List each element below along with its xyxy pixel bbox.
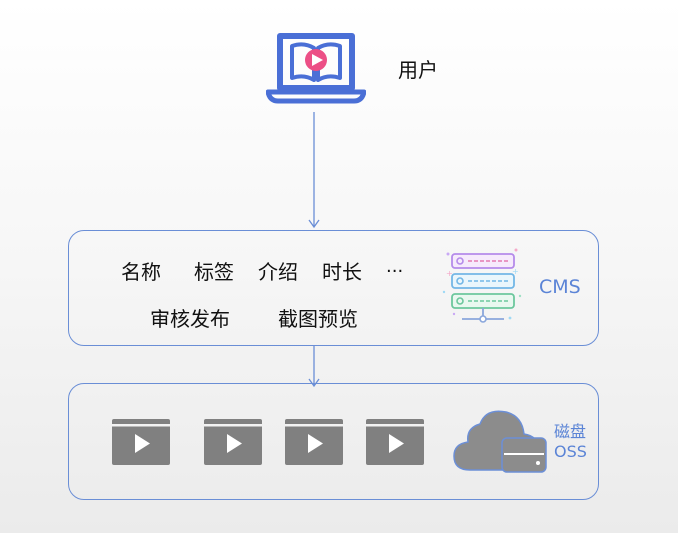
storage-label: 磁盘 OSS (554, 422, 587, 462)
field-more: ... (386, 256, 404, 277)
video-play-icon (285, 419, 343, 465)
server-stack-icon: + + (442, 248, 522, 323)
video-play-icon (366, 419, 424, 465)
storage-label-line1: 磁盘 (554, 422, 587, 441)
video-play-icon (204, 419, 262, 465)
arrow-cms-to-storage (308, 346, 320, 388)
user-label: 用户 (398, 58, 438, 82)
storage-label-line2: OSS (554, 442, 587, 461)
storage-panel (68, 383, 599, 500)
cms-panel (68, 230, 599, 346)
svg-text:+: + (446, 269, 453, 278)
field-intro: 介绍 (258, 260, 298, 284)
svg-text:+: + (512, 267, 519, 276)
field-review-publish: 审核发布 (150, 307, 230, 331)
cloud-disk-icon (453, 410, 547, 473)
field-tags: 标签 (194, 260, 234, 284)
field-name: 名称 (121, 260, 161, 284)
arrow-user-to-cms (308, 112, 320, 229)
laptop-play-icon (266, 33, 366, 104)
video-play-icon (112, 419, 170, 465)
field-screenshot-preview: 截图预览 (278, 307, 358, 331)
cms-label: CMS (539, 276, 581, 298)
field-duration: 时长 (322, 260, 362, 284)
